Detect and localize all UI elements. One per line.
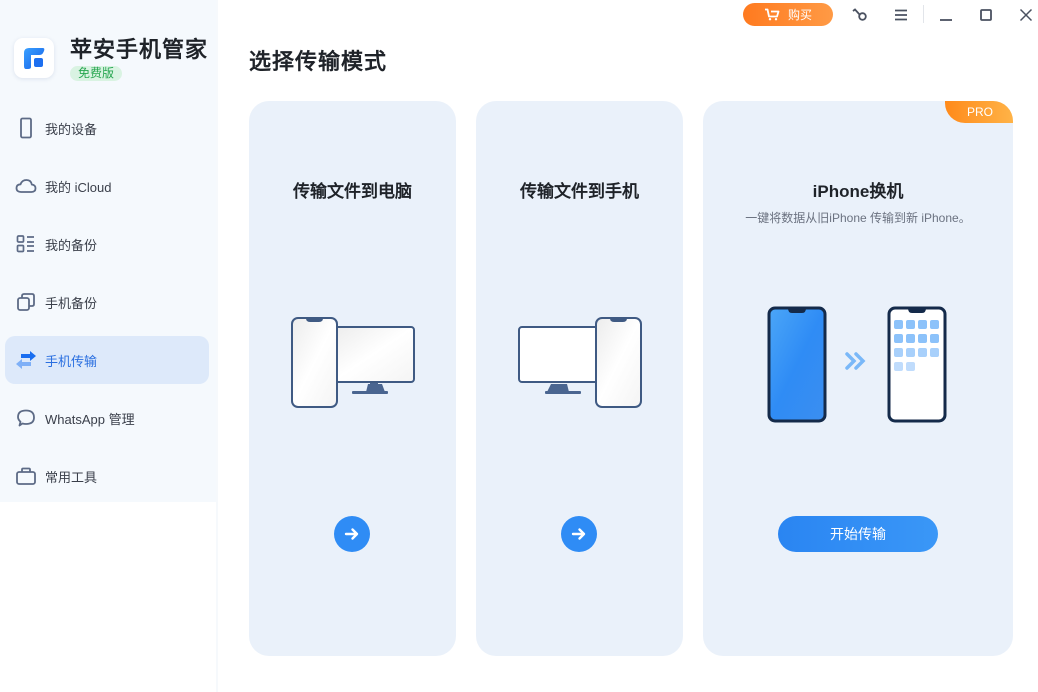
- card-title: 传输文件到电脑: [293, 182, 412, 201]
- copy-icon: [15, 291, 37, 313]
- sidebar-background: [0, 0, 217, 502]
- card-description: 一键将数据从旧iPhone 传输到新 iPhone。: [745, 211, 971, 225]
- cloud-icon: [15, 175, 37, 197]
- titlebar-divider: [923, 5, 924, 23]
- sidebar-item-my-backup[interactable]: 我的备份: [5, 220, 209, 268]
- toolbox-icon: [15, 465, 37, 487]
- phone-to-pc-illustration-icon: [249, 316, 456, 409]
- card-title: iPhone换机: [812, 182, 904, 201]
- buy-label: 购买: [787, 8, 812, 22]
- app-logo-icon: [14, 38, 54, 78]
- sidebar-item-label: 常用工具: [45, 469, 98, 485]
- sidebar-item-label: 手机备份: [45, 295, 98, 311]
- sidebar-divider: [216, 0, 218, 692]
- brand: 苹安手机管家 免费版: [14, 37, 209, 82]
- sidebar-item-label: 我的设备: [45, 121, 98, 137]
- cart-icon: [764, 8, 780, 21]
- sidebar-item-label: 我的 iCloud: [45, 179, 112, 195]
- sidebar-item-phone-backup[interactable]: 手机备份: [5, 278, 209, 326]
- card-title: 传输文件到手机: [520, 182, 639, 201]
- close-icon[interactable]: [1015, 4, 1037, 26]
- menu-icon[interactable]: [890, 4, 912, 26]
- buy-button[interactable]: 购买: [743, 3, 833, 26]
- sidebar-item-label: WhatsApp 管理: [45, 411, 135, 427]
- iphone-switch-card[interactable]: PRO iPhone换机 一键将数据从旧iPhone 传输到新 iPhone。 …: [703, 101, 1013, 656]
- sidebar-item-phone-transfer[interactable]: 手机传输: [5, 336, 209, 384]
- arrow-right-icon: [571, 528, 586, 540]
- chat-bubble-icon: [15, 407, 37, 429]
- sidebar-item-my-device[interactable]: 我的设备: [5, 104, 209, 152]
- transfer-icon: [15, 349, 37, 371]
- sidebar: 苹安手机管家 免费版 我的设备 我的 iCloud 我的备份: [0, 0, 218, 692]
- sidebar-nav: 我的设备 我的 iCloud 我的备份 手机备份 手机传输: [5, 104, 209, 510]
- sidebar-item-tools[interactable]: 常用工具: [5, 452, 209, 500]
- pc-to-phone-illustration-icon: [476, 316, 683, 409]
- transfer-to-pc-card[interactable]: 传输文件到电脑: [249, 101, 456, 656]
- minimize-icon[interactable]: [935, 4, 957, 26]
- go-transfer-to-pc-button[interactable]: [334, 516, 370, 552]
- arrow-right-icon: [344, 528, 359, 540]
- sidebar-item-my-icloud[interactable]: 我的 iCloud: [5, 162, 209, 210]
- iphone-to-iphone-illustration-icon: [703, 306, 1013, 424]
- list-icon: [15, 233, 37, 255]
- edition-badge: 免费版: [70, 66, 123, 81]
- start-transfer-button[interactable]: 开始传输: [778, 516, 938, 552]
- transfer-to-phone-card[interactable]: 传输文件到手机: [476, 101, 683, 656]
- sidebar-item-label: 我的备份: [45, 237, 98, 253]
- phone-icon: [15, 117, 37, 139]
- go-transfer-to-phone-button[interactable]: [561, 516, 597, 552]
- sidebar-item-label: 手机传输: [45, 353, 98, 369]
- page-title: 选择传输模式: [249, 49, 388, 74]
- key-icon[interactable]: [849, 4, 871, 26]
- maximize-icon[interactable]: [975, 4, 997, 26]
- sidebar-item-whatsapp[interactable]: WhatsApp 管理: [5, 394, 209, 442]
- app-name: 苹安手机管家: [70, 37, 209, 62]
- pro-badge: PRO: [945, 101, 1013, 123]
